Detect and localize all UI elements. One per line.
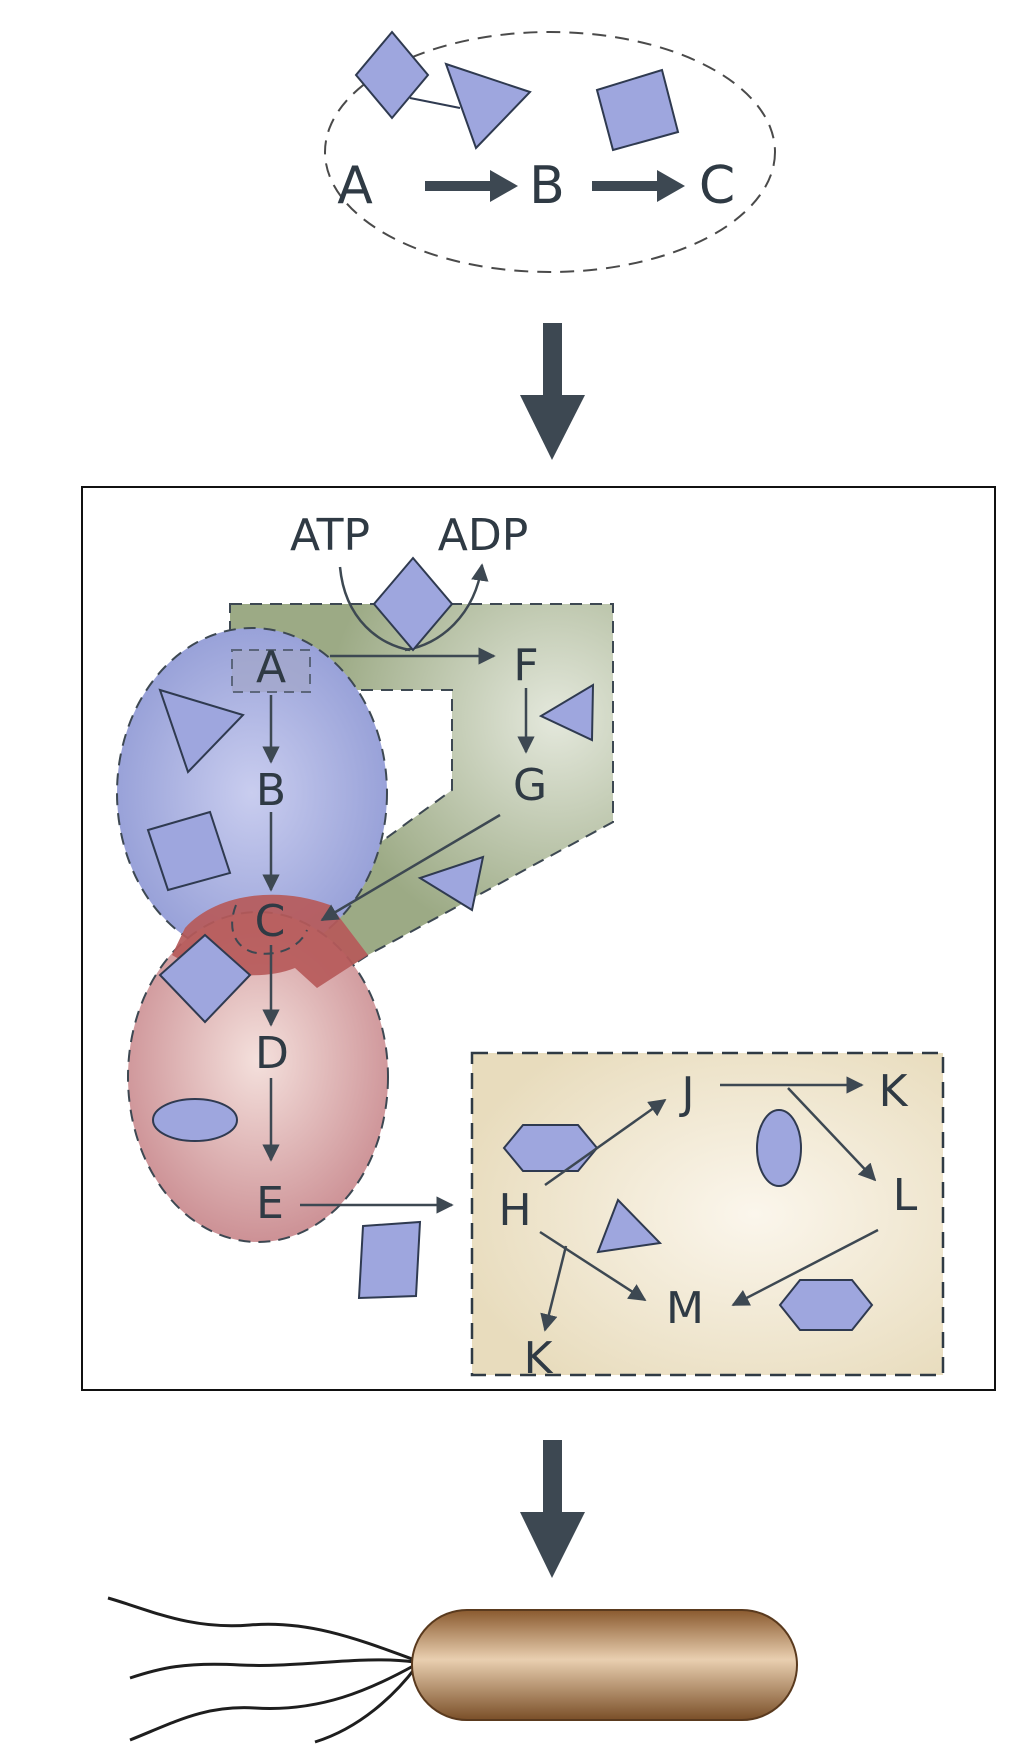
- green-triangle-enzyme-upper: [538, 683, 595, 742]
- flagella: [107, 1596, 418, 1744]
- arrow-j-l: [787, 1087, 877, 1182]
- arrow-h-m: [539, 1230, 647, 1302]
- red-diamond-enzyme: [158, 933, 252, 1024]
- node-a-label: A: [256, 642, 286, 693]
- yellow-triangle-enzyme: [596, 1198, 663, 1254]
- node-c-highlight: [231, 904, 308, 955]
- node-m-label: M: [666, 1283, 704, 1334]
- bacterium-body: [411, 1609, 798, 1721]
- reaction-arrows: [262, 647, 879, 1332]
- top-module-boundary: [324, 31, 776, 273]
- node-d-label: D: [255, 1028, 289, 1079]
- arrow-h-k: [540, 1245, 568, 1332]
- enzyme-diamond-shape: [354, 30, 430, 120]
- bacterium-cell: [107, 1596, 798, 1744]
- arrow-g-c: [320, 813, 501, 922]
- node-k-lower-label: K: [524, 1333, 554, 1384]
- node-j-label: J: [679, 1068, 695, 1119]
- kinase-diamond-enzyme: [372, 556, 454, 652]
- enzyme-triangle-shape: [444, 62, 532, 150]
- node-k-upper-label: K: [879, 1066, 909, 1117]
- adp-arc-arrow: [404, 563, 489, 652]
- top-label-b: B: [529, 156, 565, 216]
- transporter-parallelogram-enzyme: [357, 1220, 422, 1300]
- node-c-label: C: [255, 896, 286, 947]
- yellow-hexagon-enzyme-lower: [778, 1279, 874, 1331]
- node-a-highlight: [231, 649, 311, 693]
- node-l-label: L: [893, 1170, 918, 1221]
- cofactor-adp-label: ADP: [438, 510, 529, 561]
- flow-arrow-down-2: [520, 1440, 585, 1578]
- enzyme-square-shape: [595, 68, 680, 152]
- top-arrow-a-b: [425, 170, 518, 202]
- node-h-label: H: [498, 1185, 531, 1236]
- top-module: A B C: [324, 30, 776, 273]
- top-arrow-b-c: [592, 170, 685, 202]
- top-label-a: A: [337, 156, 373, 216]
- arrow-h-j: [544, 1098, 667, 1187]
- node-e-label: E: [256, 1178, 284, 1229]
- top-label-c: C: [699, 156, 735, 216]
- node-g-label: G: [513, 760, 547, 811]
- atp-arc-arrow: [338, 566, 411, 652]
- cofactor-atp-label: ATP: [290, 510, 370, 561]
- node-f-label: F: [513, 640, 538, 691]
- yellow-ellipse-enzyme: [756, 1109, 802, 1187]
- flow-arrow-down-1: [520, 323, 585, 460]
- node-b-label: B: [256, 765, 286, 816]
- blue-triangle-enzyme: [158, 688, 245, 774]
- arrow-l-m: [731, 1228, 879, 1307]
- enzyme-link-line: [409, 97, 461, 109]
- yellow-module-region: [470, 1051, 945, 1377]
- red-ellipse-enzyme: [152, 1098, 238, 1142]
- blue-square-enzyme: [146, 810, 232, 892]
- yellow-hexagon-enzyme-upper: [502, 1124, 599, 1172]
- green-triangle-enzyme-lower: [417, 855, 485, 912]
